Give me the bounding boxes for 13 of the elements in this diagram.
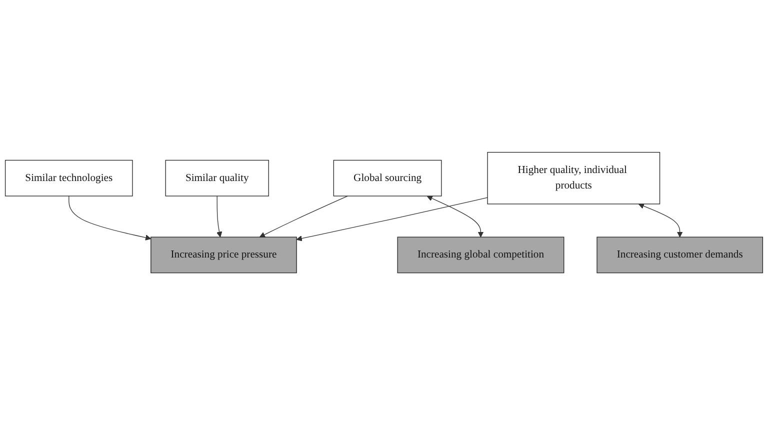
arrow [68, 196, 152, 241]
arrow [638, 204, 683, 238]
node-box: Increasing global competition [397, 237, 564, 274]
arrow [426, 196, 484, 238]
node-box: Global sourcing [333, 160, 442, 197]
arrow [259, 196, 348, 238]
arrow [216, 196, 222, 238]
node-box: Higher quality, individual products [487, 152, 660, 205]
node-box: Increasing customer demands [596, 237, 764, 274]
node-box: Increasing price pressure [150, 237, 297, 274]
node-box: Similar technologies [4, 160, 133, 197]
arrow [296, 198, 488, 242]
node-box: Similar quality [165, 160, 269, 197]
